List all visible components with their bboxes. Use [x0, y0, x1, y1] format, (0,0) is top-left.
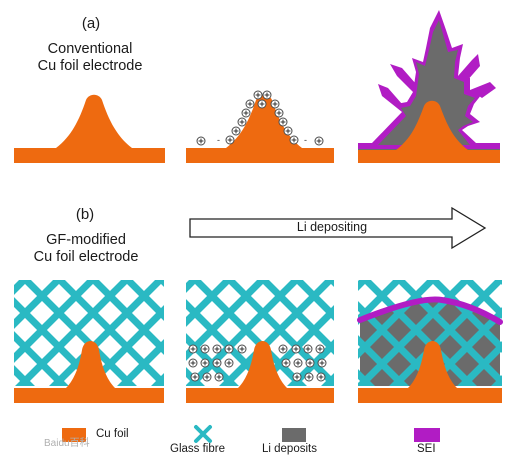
legend-swatch-sei	[414, 428, 440, 442]
panel-b2	[186, 280, 334, 403]
legend-swatch-cu-foil	[62, 428, 86, 442]
arrow-li-depositing	[189, 206, 487, 250]
cu-foil-bump	[14, 94, 165, 163]
part-a-title-line1: Conventional	[47, 41, 133, 57]
part-a-title-line2: Cu foil electrode	[37, 58, 143, 74]
negative-charge-mark: -	[304, 135, 307, 145]
panel-b3	[357, 280, 503, 403]
part-b-title-line1: GF-modified	[46, 232, 126, 248]
cu-foil-bump	[186, 94, 334, 163]
legend-swatch-li-deposits	[282, 428, 306, 442]
legend-label-glass-fibre: Glass fibre	[170, 443, 225, 455]
part-b-title-line2: Cu foil electrode	[33, 249, 139, 265]
legend-label-cu-foil: Cu foil	[96, 428, 129, 440]
cu-foil-bump	[186, 341, 334, 403]
panel-a2: - -	[186, 90, 334, 163]
panel-a3	[358, 10, 500, 163]
part-b-label: (b)	[75, 206, 95, 223]
legend-label-li-deposits: Li deposits	[262, 443, 317, 455]
watermark: Baidu百科	[44, 438, 90, 449]
negative-charge-mark: -	[217, 135, 220, 145]
part-a-label: (a)	[81, 15, 101, 32]
panel-b1	[14, 280, 164, 403]
legend-swatch-glass-fibre	[194, 425, 212, 443]
cu-foil-bump	[358, 100, 500, 163]
sei-layer	[357, 296, 503, 325]
legend-label-sei: SEI	[417, 443, 436, 455]
li-dendrite	[358, 20, 500, 152]
cu-foil-bump	[14, 341, 164, 403]
panel-a1	[14, 94, 165, 163]
arrow-label: Li depositing	[296, 220, 368, 234]
cu-foil-bump	[358, 341, 502, 403]
